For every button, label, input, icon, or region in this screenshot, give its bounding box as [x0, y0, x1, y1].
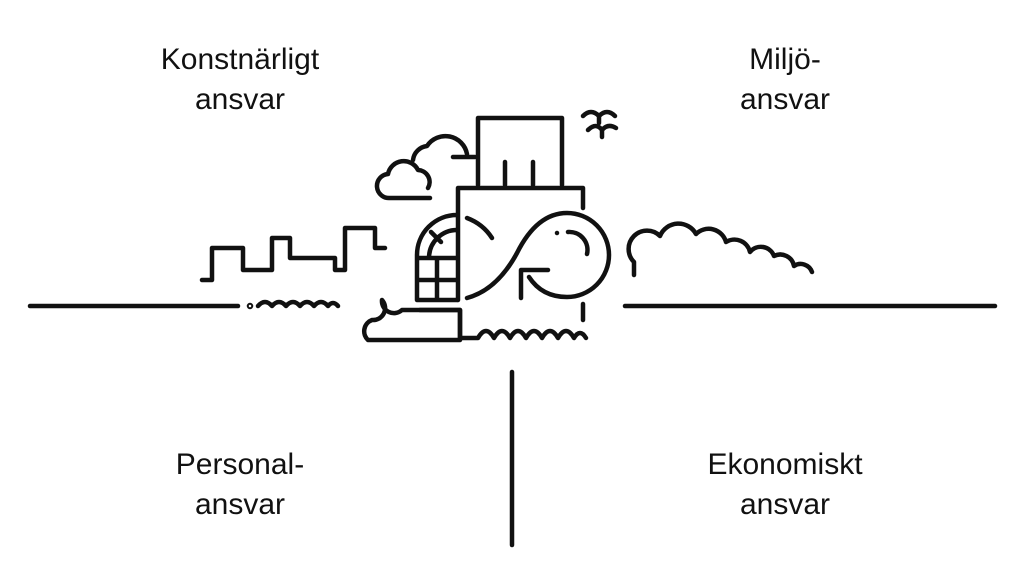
label-environmental-responsibility: Miljö- ansvar: [635, 40, 935, 120]
label-line: Konstnärligt: [160, 43, 320, 76]
label-economic-responsibility: Ekonomiskt ansvar: [635, 445, 935, 525]
cloud-right-icon: [626, 221, 815, 278]
infinity-highlight: [554, 229, 590, 257]
city-skyline: [199, 225, 388, 283]
infinity-arrow-icon: [464, 210, 612, 301]
bush-left-icon: [361, 297, 463, 343]
label-line: ansvar: [739, 488, 831, 521]
label-line: ansvar: [739, 83, 831, 116]
cloud-large-icon: [410, 133, 478, 163]
label-personnel-responsibility: Personal- ansvar: [90, 445, 390, 525]
main-building: [455, 185, 586, 303]
label-line: ansvar: [194, 488, 286, 521]
horizon-dot: [246, 302, 254, 310]
arched-window: [414, 212, 460, 303]
label-line: Personal-: [175, 448, 305, 481]
bushes-bottom: [417, 301, 589, 341]
water-waves: [255, 299, 341, 309]
label-line: Miljö-: [749, 43, 821, 76]
label-artistic-responsibility: Konstnärligt ansvar: [90, 40, 390, 120]
cloud-small-icon: [374, 158, 433, 201]
birds-icon: [580, 109, 619, 140]
label-line: ansvar: [194, 83, 286, 116]
top-building: [475, 115, 565, 188]
label-line: Ekonomiskt: [707, 448, 863, 481]
